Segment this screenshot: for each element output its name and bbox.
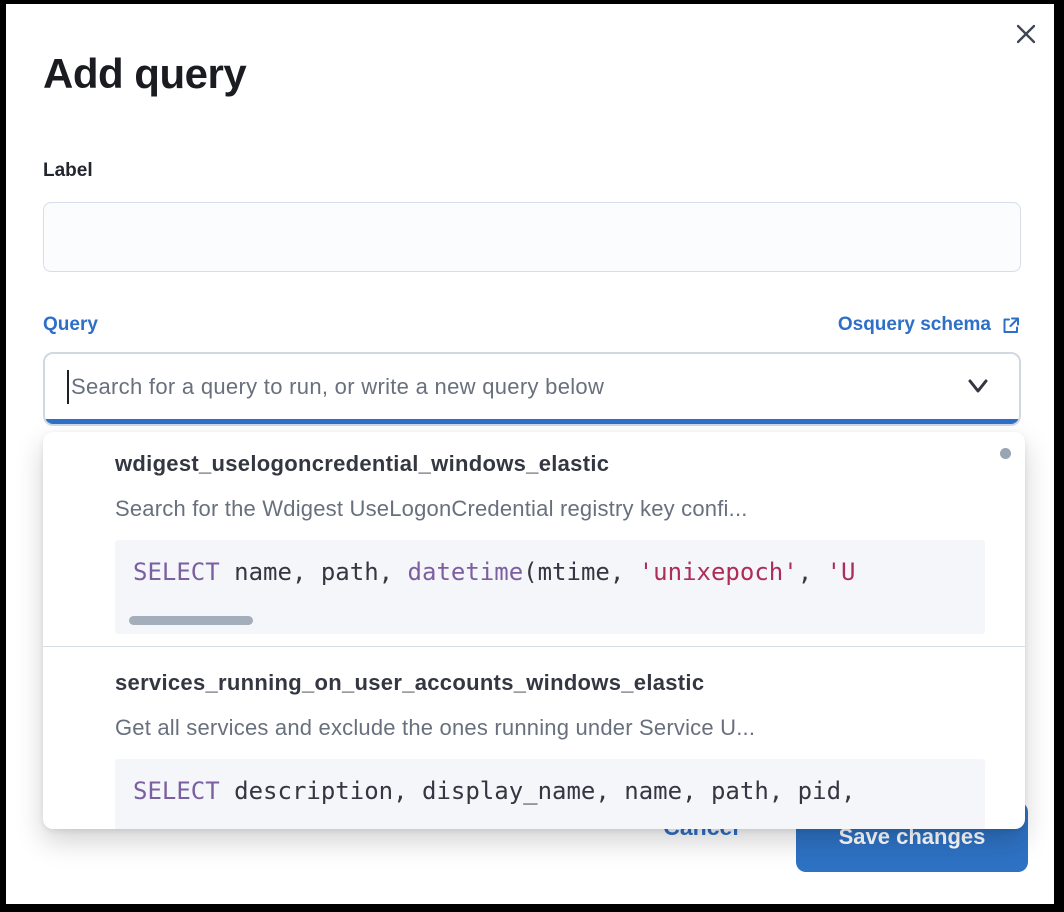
sql-token: datetime — [407, 558, 524, 586]
option-sql-snippet: SELECT description, display_name, name, … — [115, 759, 985, 829]
modal-title: Add query — [43, 50, 247, 97]
chevron-down-icon[interactable] — [963, 376, 993, 398]
query-field-label: Query — [43, 314, 98, 335]
option-description: Get all services and exclude the ones ru… — [115, 715, 756, 740]
close-button[interactable] — [1008, 16, 1044, 52]
sql-token: 'unixepoch' — [638, 558, 798, 586]
option-divider — [43, 646, 1025, 647]
option-title: wdigest_uselogoncredential_windows_elast… — [115, 451, 610, 476]
sql-token: (mtime, — [523, 558, 639, 586]
external-link-icon — [1000, 315, 1021, 336]
option-sql-snippet: SELECT name, path, datetime(mtime, 'unix… — [115, 540, 985, 634]
query-combobox-placeholder: Search for a query to run, or write a ne… — [71, 374, 605, 399]
sql-token: SELECT — [133, 558, 220, 586]
sql-token: description, display_name, name, path, p… — [219, 777, 856, 805]
label-field-label: Label — [43, 160, 93, 181]
label-input[interactable] — [43, 202, 1021, 272]
query-options-list: wdigest_uselogoncredential_windows_elast… — [43, 432, 1025, 829]
query-option-wdigest_uselogoncredential_windows_elastic[interactable]: wdigest_uselogoncredential_windows_elast… — [43, 446, 1025, 634]
text-cursor — [67, 370, 69, 404]
close-icon — [1013, 21, 1039, 47]
sql-token: 'U — [826, 558, 856, 586]
sql-token: , — [797, 558, 827, 586]
query-option-services_running_on_user_accounts_windows_elastic[interactable]: services_running_on_user_accounts_window… — [43, 665, 1025, 829]
option-title: services_running_on_user_accounts_window… — [115, 670, 705, 695]
osquery-schema-link-label: Osquery schema — [837, 314, 991, 335]
vertical-scrollbar-thumb[interactable] — [1000, 448, 1011, 459]
query-suggestions-panel: wdigest_uselogoncredential_windows_elast… — [43, 432, 1025, 829]
horizontal-scrollbar-thumb[interactable] — [129, 616, 253, 625]
sql-token: name, path, — [219, 558, 408, 586]
option-description: Search for the Wdigest UseLogonCredentia… — [115, 496, 748, 521]
query-combobox-input[interactable]: Search for a query to run, or write a ne… — [43, 352, 1021, 426]
sql-token: SELECT — [133, 777, 220, 805]
osquery-schema-link[interactable]: Osquery schema — [838, 312, 1021, 338]
